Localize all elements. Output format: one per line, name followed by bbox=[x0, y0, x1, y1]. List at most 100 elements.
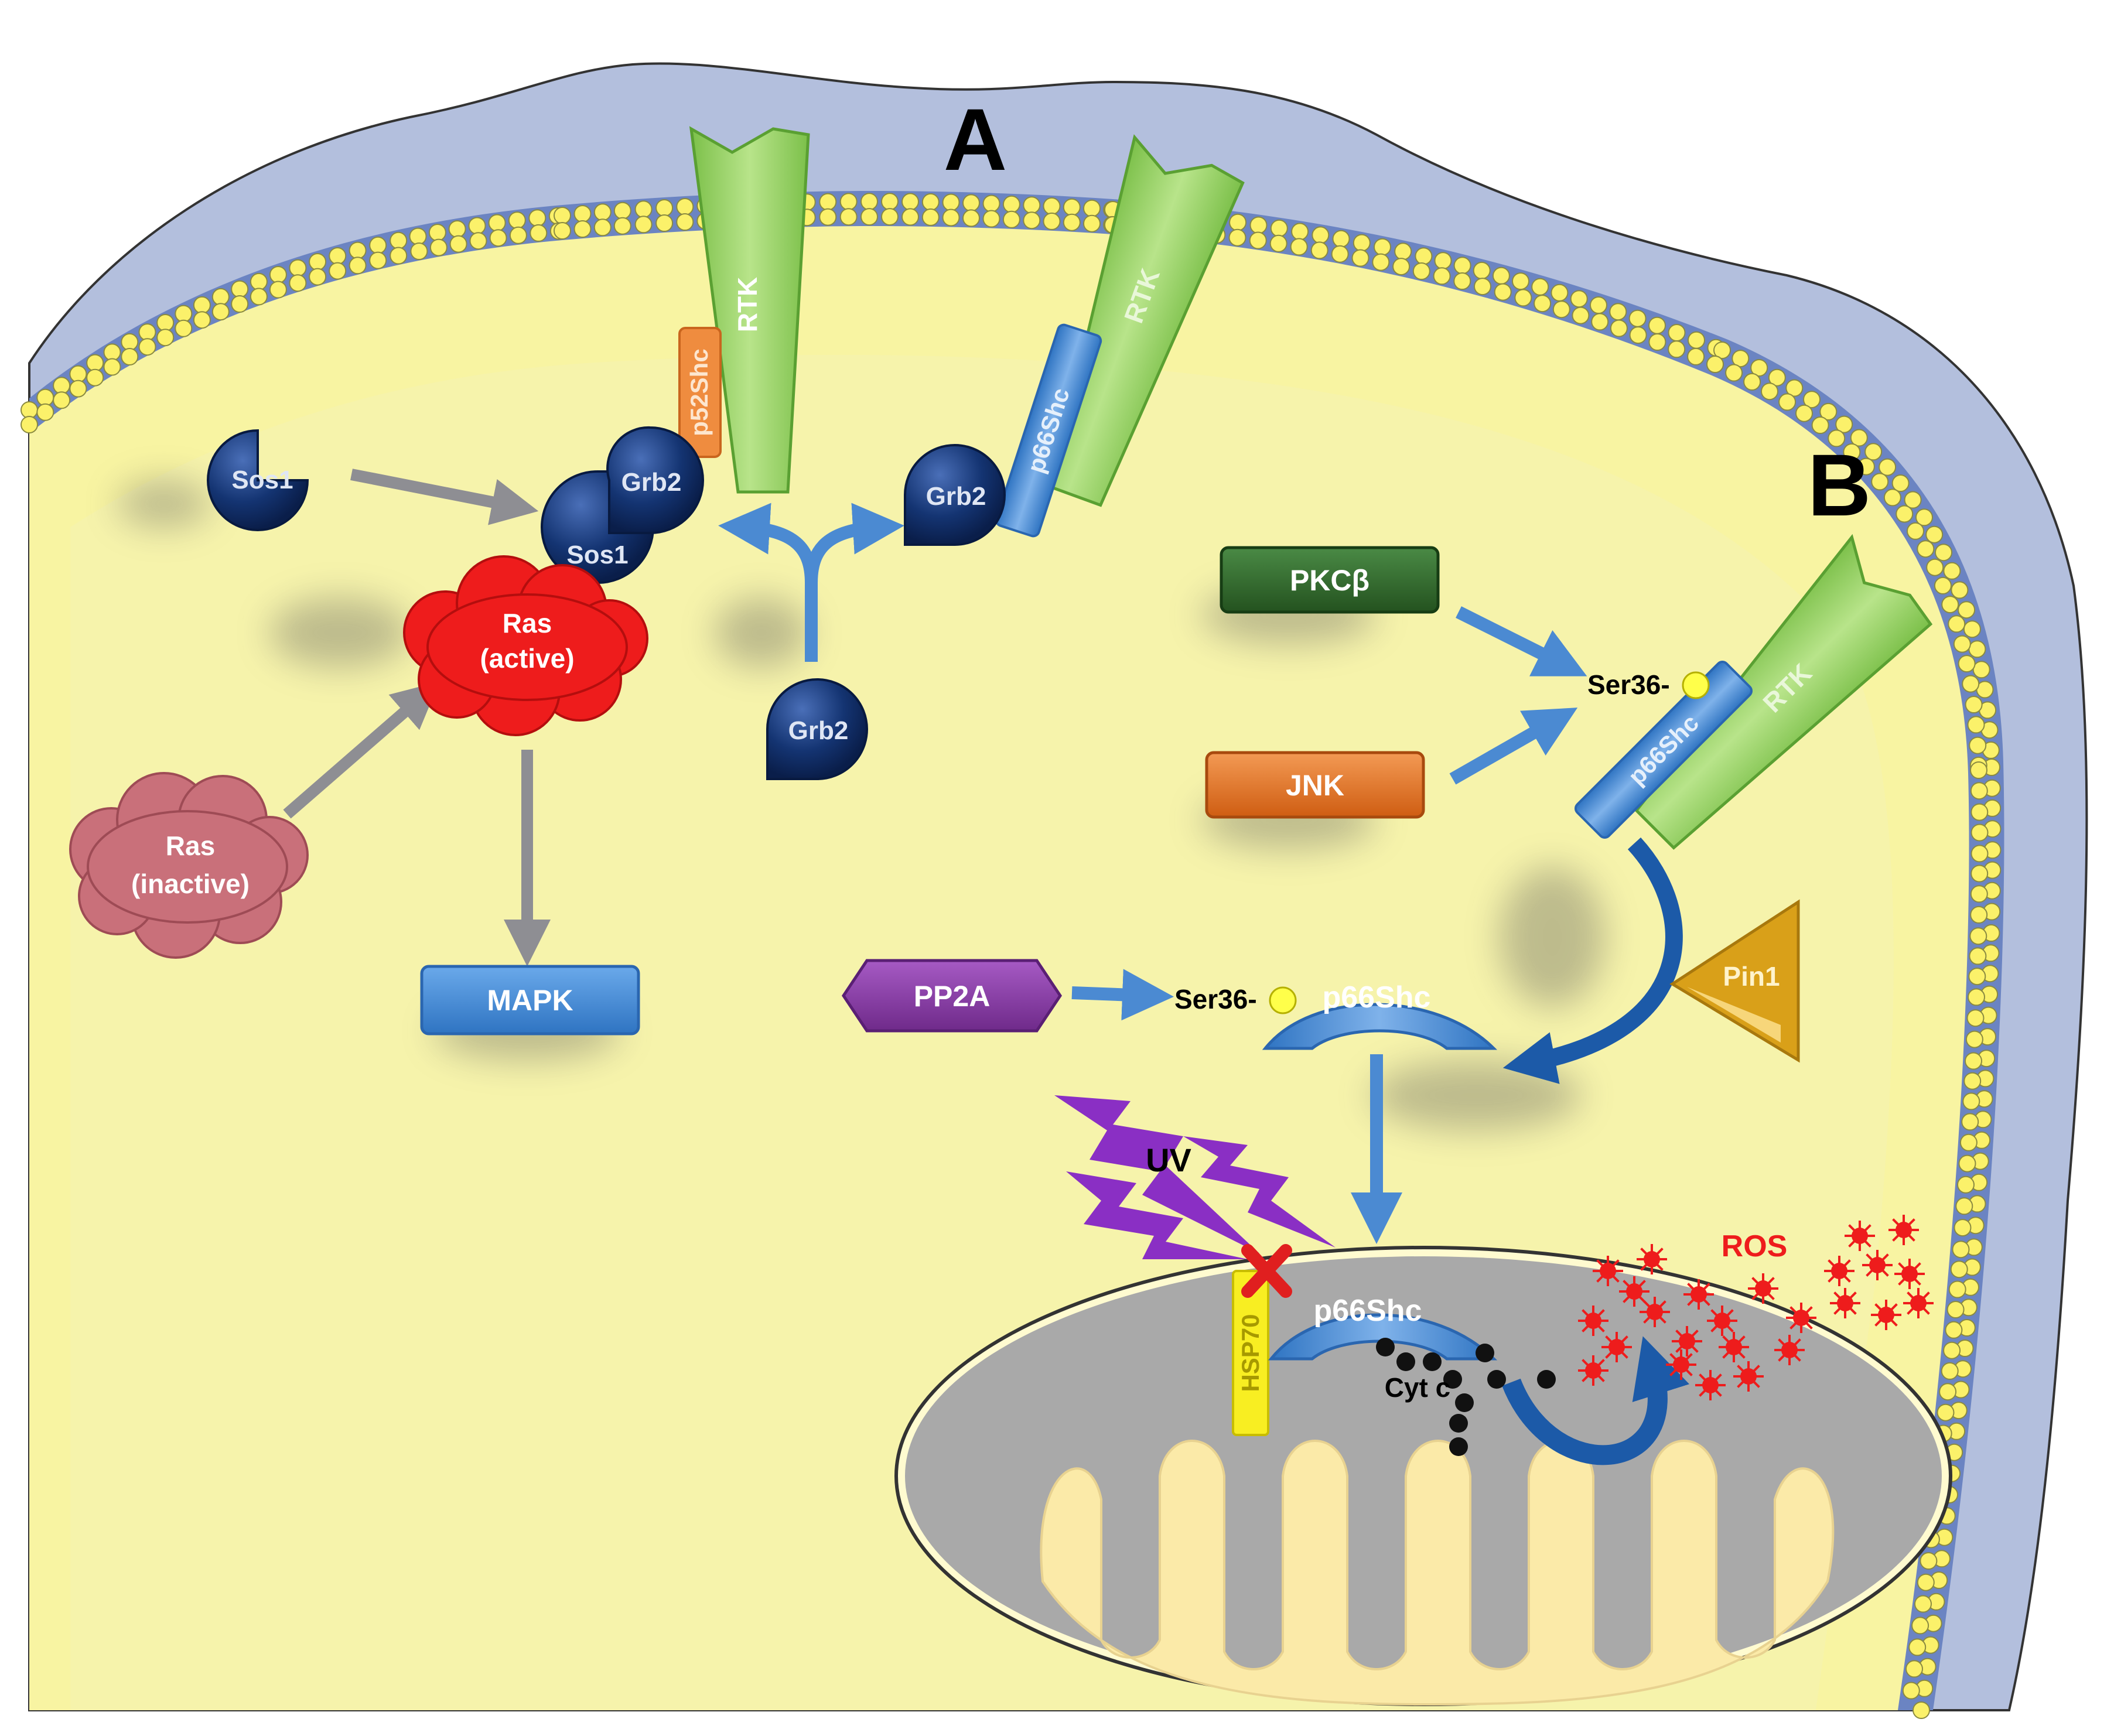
lipid-head bbox=[156, 314, 175, 332]
lipid-head bbox=[573, 205, 592, 223]
lipid-head bbox=[1955, 1197, 1973, 1215]
lipid-head bbox=[530, 224, 548, 242]
lipid-head bbox=[1083, 214, 1101, 233]
lipid-head bbox=[390, 231, 408, 250]
lipid-head bbox=[103, 358, 121, 376]
lipid-head bbox=[1915, 508, 1933, 527]
lipid-head bbox=[1896, 505, 1914, 523]
lipid-head bbox=[1725, 364, 1743, 382]
lipid-head bbox=[269, 266, 287, 283]
lipid-head bbox=[1628, 309, 1647, 327]
lipid-head bbox=[1970, 845, 1989, 863]
lipid-head bbox=[250, 272, 268, 291]
lipid-head bbox=[1473, 261, 1491, 279]
lipid-head bbox=[554, 222, 571, 240]
lipid-head bbox=[309, 253, 327, 271]
arrow-grb2-branch-right bbox=[805, 503, 904, 583]
arrow-sos1-to-complex bbox=[350, 469, 539, 525]
lipid-head bbox=[329, 247, 347, 265]
panel-label-a: A bbox=[944, 90, 1007, 189]
lipid-head bbox=[1228, 228, 1246, 247]
lipid-head bbox=[1935, 544, 1952, 562]
lipid-head bbox=[428, 224, 446, 241]
lipid-head bbox=[1668, 324, 1686, 341]
panel-label-b: B bbox=[1808, 436, 1871, 534]
lipid-head bbox=[942, 193, 960, 211]
ros-particle bbox=[1683, 1279, 1714, 1310]
lipid-head bbox=[1908, 1638, 1927, 1656]
lipid-head bbox=[1843, 443, 1861, 461]
lipid-head bbox=[349, 241, 367, 259]
lipid-head bbox=[309, 268, 327, 286]
ras-inactive: Ras (inactive) bbox=[69, 772, 309, 959]
lipid-head bbox=[1415, 247, 1433, 265]
phosphate-dot bbox=[1682, 671, 1710, 699]
lipid-head bbox=[1926, 558, 1944, 576]
pp2a-box: PP2A bbox=[841, 959, 1063, 1033]
grb2-label: Grb2 bbox=[788, 716, 849, 745]
lipid-head bbox=[1943, 1341, 1961, 1359]
lipid-head bbox=[962, 194, 980, 212]
lipid-head bbox=[86, 354, 104, 372]
lipid-head bbox=[1492, 266, 1510, 285]
ros-particle bbox=[1786, 1303, 1816, 1333]
lipid-head bbox=[1965, 696, 1983, 713]
lipid-head bbox=[860, 208, 878, 226]
lipid-head bbox=[982, 210, 1000, 228]
lipid-head bbox=[1795, 404, 1813, 422]
lipid-head bbox=[1966, 1009, 1985, 1027]
lipid-head bbox=[1970, 864, 1989, 883]
lipid-head bbox=[1968, 968, 1986, 986]
lipid-head bbox=[103, 343, 121, 361]
lipid-head bbox=[1914, 1595, 1932, 1613]
arrow-p66shc-release bbox=[1502, 837, 1683, 1084]
lipid-head bbox=[1570, 290, 1588, 308]
lipid-head bbox=[1941, 596, 1959, 614]
lipid-head bbox=[1925, 525, 1944, 544]
lipid-head bbox=[1917, 1573, 1935, 1591]
lipid-head bbox=[1732, 350, 1750, 368]
p66shc-cytosolic: Ser36- p66Shc bbox=[1174, 980, 1498, 1050]
lipid-head bbox=[921, 193, 940, 211]
lipid-head bbox=[1610, 319, 1628, 337]
lipid-head bbox=[1706, 356, 1724, 373]
ras-inactive-line1: Ras bbox=[166, 831, 215, 861]
lipid-head bbox=[1590, 296, 1607, 314]
lipid-head bbox=[1290, 238, 1308, 256]
lipid-head bbox=[1785, 379, 1804, 397]
lipid-head bbox=[1864, 443, 1883, 461]
lipid-head bbox=[942, 209, 960, 227]
lipid-head bbox=[528, 209, 547, 227]
lipid-head bbox=[86, 368, 104, 387]
cytc-label: Cyt c bbox=[1385, 1372, 1450, 1403]
lipid-head bbox=[449, 235, 467, 253]
p66shc-arc bbox=[1262, 1003, 1498, 1050]
mapk-box: MAPK bbox=[420, 965, 640, 1036]
lipid-head bbox=[193, 311, 211, 329]
ros-particle bbox=[1871, 1300, 1901, 1330]
lipid-head bbox=[289, 274, 307, 292]
lipid-head bbox=[1512, 272, 1529, 291]
lipid-head bbox=[1750, 359, 1768, 377]
lipid-head bbox=[1946, 1301, 1965, 1318]
p52shc-label: p52Shc bbox=[685, 348, 713, 436]
lipid-head bbox=[1648, 316, 1666, 334]
lipid-head bbox=[1002, 210, 1020, 228]
lipid-head bbox=[156, 329, 175, 347]
lipid-head bbox=[508, 211, 526, 230]
lipid-head bbox=[1969, 947, 1987, 965]
lipid-head bbox=[1970, 823, 1989, 842]
rtk-receptor-1: RTK bbox=[689, 126, 810, 494]
lipid-head bbox=[901, 193, 919, 211]
lipid-head bbox=[1871, 473, 1889, 491]
lipid-head bbox=[1083, 199, 1101, 217]
lipid-head bbox=[410, 242, 428, 260]
lipid-head bbox=[901, 208, 919, 226]
lipid-head bbox=[269, 281, 287, 299]
cytochrome-c: Cyt c bbox=[1376, 1338, 1556, 1456]
lipid-head bbox=[1591, 313, 1609, 331]
lipid-head bbox=[1965, 1030, 1983, 1048]
lipid-head bbox=[1951, 581, 1969, 599]
lipid-head bbox=[819, 208, 837, 226]
lipid-head bbox=[121, 333, 139, 351]
